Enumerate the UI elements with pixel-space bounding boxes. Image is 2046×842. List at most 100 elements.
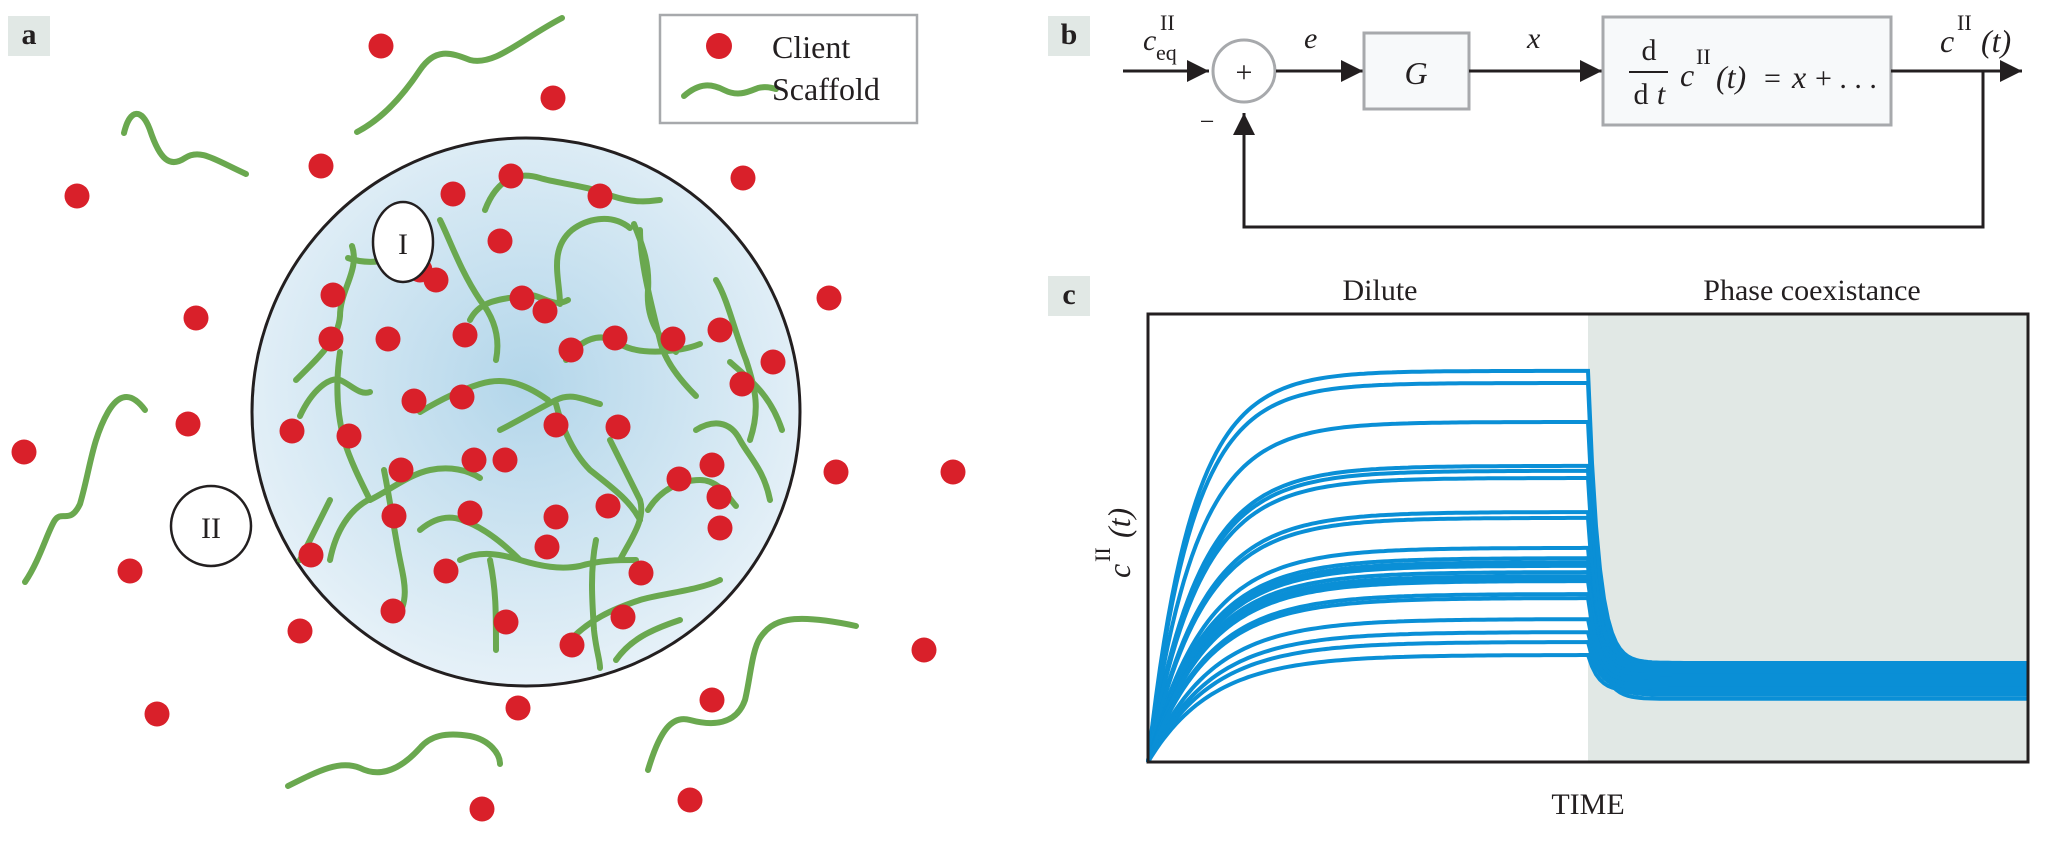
client-dot xyxy=(144,701,170,727)
client-dot xyxy=(823,459,849,485)
client-dot xyxy=(610,604,636,630)
client-dot xyxy=(440,181,466,207)
client-group xyxy=(11,33,966,822)
scaffold-strand xyxy=(554,215,633,307)
client-dot xyxy=(729,371,755,397)
client-dot xyxy=(449,384,475,410)
client-dot xyxy=(388,457,414,483)
client-dot xyxy=(452,322,478,348)
client-dot xyxy=(940,459,966,485)
plot-frame xyxy=(1146,312,2030,764)
client-dot xyxy=(117,558,143,584)
y-axis-label-base: c xyxy=(1101,564,1137,578)
client-dot xyxy=(423,267,449,293)
region-label-coexistence: Phase coexistance xyxy=(1703,274,1920,307)
scaffold-strand xyxy=(121,110,249,177)
client-dot xyxy=(543,412,569,438)
feedback-minus-sign: − xyxy=(1200,107,1215,136)
y-axis-label: c II (t) xyxy=(1090,508,1137,578)
scaffold-strand xyxy=(567,577,723,643)
client-dot xyxy=(11,439,37,465)
region-label-dilute: Dilute xyxy=(1343,274,1418,307)
scaffold-strand xyxy=(327,497,371,563)
client-dot xyxy=(64,183,90,209)
plant-x: x xyxy=(1791,59,1806,95)
trajectory-line xyxy=(1146,653,2028,764)
client-dot xyxy=(509,285,535,311)
plant-equals: = xyxy=(1764,62,1781,95)
trajectory-line xyxy=(1146,579,2028,763)
region-II-marker: II xyxy=(169,484,253,568)
plant-fraction-numerator: d xyxy=(1642,34,1657,67)
input-label-base: c xyxy=(1143,24,1156,57)
client-dot xyxy=(298,542,324,568)
client-dot xyxy=(461,447,487,473)
client-dot xyxy=(543,504,569,530)
client-dot xyxy=(175,411,201,437)
y-axis-label-sup: II xyxy=(1090,547,1115,562)
droplet xyxy=(250,136,802,688)
client-dot xyxy=(677,787,703,813)
trajectory-line xyxy=(1146,560,2028,763)
legend-scaffold-icon xyxy=(681,82,779,99)
controller-label: G xyxy=(1404,55,1427,91)
scaffold-strand xyxy=(589,537,603,671)
client-dot xyxy=(540,85,566,111)
legend-client-label: Client xyxy=(772,29,850,65)
client-dot xyxy=(699,452,725,478)
input-label-sup: II xyxy=(1160,10,1175,35)
panel-a-droplet-illustration: I II Client Scaffold xyxy=(11,13,966,822)
panel-b-tag: b xyxy=(1048,16,1090,56)
scaffold-strand xyxy=(417,378,551,415)
client-dot xyxy=(666,466,692,492)
x-axis-label: TIME xyxy=(1551,788,1624,821)
plant-t: (t) xyxy=(1716,59,1746,95)
trajectory-line xyxy=(1146,596,2028,763)
scaffold-strand xyxy=(285,731,503,789)
region-II-label: II xyxy=(201,512,221,545)
client-dot xyxy=(587,183,613,209)
feedback-path xyxy=(1233,71,1985,229)
panel-a-tag: a xyxy=(8,16,50,56)
trajectory-line xyxy=(1146,630,2028,763)
client-dot xyxy=(469,796,495,822)
output-label-paren: (t) xyxy=(1981,23,2011,59)
client-dot xyxy=(279,418,305,444)
panel-c-tag: c xyxy=(1048,276,1090,316)
client-dot xyxy=(492,447,518,473)
controller-box xyxy=(1362,31,1471,111)
control-signal-label: x xyxy=(1526,22,1541,55)
client-dot xyxy=(706,484,732,510)
client-dot xyxy=(628,560,654,586)
scaffold-strand xyxy=(381,467,408,623)
client-dot xyxy=(760,349,786,375)
scaffold-strand xyxy=(637,227,699,399)
scaffold-strand xyxy=(607,437,645,563)
summing-junction xyxy=(1211,38,1277,104)
client-dot xyxy=(660,326,686,352)
scaffold-strand xyxy=(437,217,501,363)
client-dot xyxy=(401,388,427,414)
client-dot xyxy=(532,298,558,324)
trajectory-group xyxy=(1146,368,2028,764)
client-dot xyxy=(605,414,631,440)
legend: Client Scaffold xyxy=(658,13,919,125)
client-dot xyxy=(381,503,407,529)
client-dot xyxy=(457,500,483,526)
scaffold-strand xyxy=(293,243,357,383)
scaffold-strand xyxy=(645,615,859,773)
client-dot xyxy=(320,282,346,308)
client-dot xyxy=(493,609,519,635)
plant-c: c xyxy=(1680,57,1694,93)
plant-fraction-den-t: t xyxy=(1657,78,1666,111)
client-dot xyxy=(498,163,524,189)
trajectory-line xyxy=(1146,570,2028,763)
client-dot xyxy=(534,534,560,560)
scaffold-strand xyxy=(354,15,565,135)
client-dot xyxy=(595,493,621,519)
region-I-label: I xyxy=(398,228,408,261)
client-dot xyxy=(287,618,313,644)
plant-sup: II xyxy=(1696,44,1711,69)
trajectory-line xyxy=(1146,563,2028,763)
panel-c-chart: Dilute Phase coexistance TIME c II (t) xyxy=(1090,274,2030,821)
